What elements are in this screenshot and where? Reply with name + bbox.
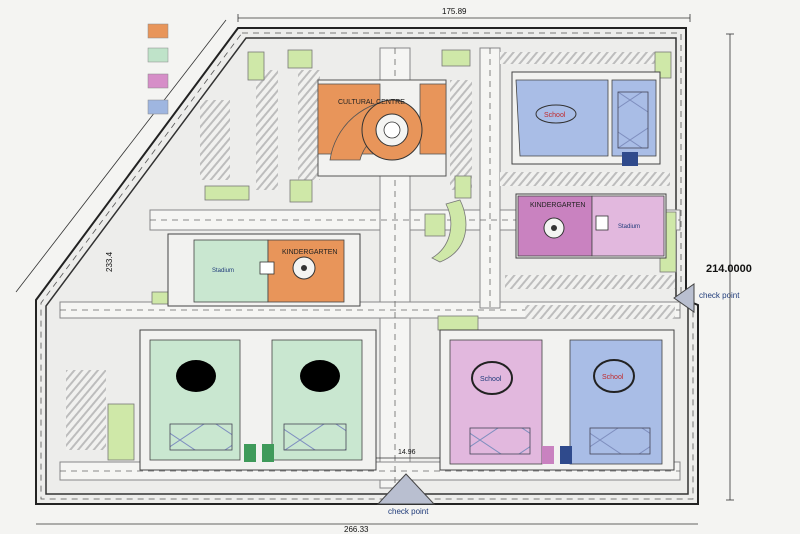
check-point-right: check point	[673, 283, 740, 313]
legend	[147, 23, 169, 115]
cultural-centre-block: CULTURAL CENTRE	[317, 79, 447, 177]
legend-swatch-green	[147, 47, 169, 63]
stadium-left-label: Stadium	[212, 268, 234, 274]
legend-swatch-blue	[147, 99, 169, 115]
check-point-right-label: check point	[699, 291, 740, 300]
school-blue-label: School	[602, 374, 624, 381]
kindergarten-left-label: KINDERGARTEN	[282, 249, 338, 256]
pink-blue-school-block: School School	[439, 329, 675, 471]
legend-swatch-pink	[147, 73, 169, 89]
kindergarten-right-block: KINDERGARTEN Stadium	[515, 193, 667, 259]
check-point-bottom: check point	[376, 473, 436, 516]
dimension-top: 175.89	[442, 7, 467, 16]
dimension-bottom: 266.33	[344, 525, 369, 534]
school-pink-label: School	[480, 376, 502, 383]
kindergarten-right-label: KINDERGARTEN	[530, 202, 586, 209]
dimension-left: 233.4	[105, 251, 114, 272]
school-top-label: School	[544, 112, 566, 119]
cultural-centre-label: CULTURAL CENTRE	[338, 99, 405, 106]
school-top-block: School	[511, 71, 661, 166]
parking-areas	[66, 52, 675, 450]
dimension-right: 214.0000	[706, 263, 752, 275]
green-school-left	[139, 329, 377, 471]
dimension-gap: 14.96	[398, 449, 416, 456]
legend-swatch-orange	[147, 23, 169, 39]
check-point-bottom-label: check point	[388, 507, 429, 516]
stadium-right-label: Stadium	[618, 224, 640, 230]
stadium-left-block: Stadium KINDERGARTEN	[167, 233, 361, 307]
dimension-lines	[15, 14, 734, 525]
